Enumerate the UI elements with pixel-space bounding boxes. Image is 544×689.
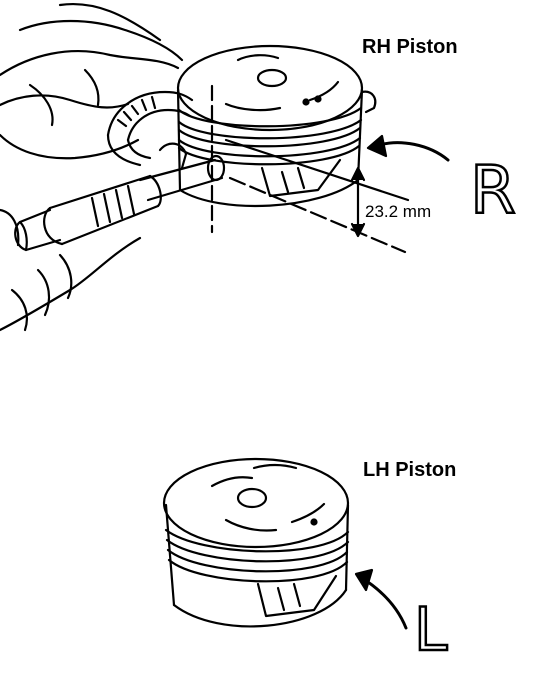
rh-piston-title: RH Piston	[362, 36, 458, 58]
lh-piston-title: LH Piston	[363, 459, 457, 481]
l-mark-letter: L	[413, 595, 449, 665]
rh-piston-drawing	[176, 44, 450, 254]
micrometer-drawing	[14, 90, 226, 252]
hand-drawing	[0, 3, 184, 332]
dimension-label: 23.2 mm	[365, 202, 432, 221]
lh-piston-drawing	[162, 457, 408, 630]
r-mark-letter: R	[469, 152, 517, 229]
